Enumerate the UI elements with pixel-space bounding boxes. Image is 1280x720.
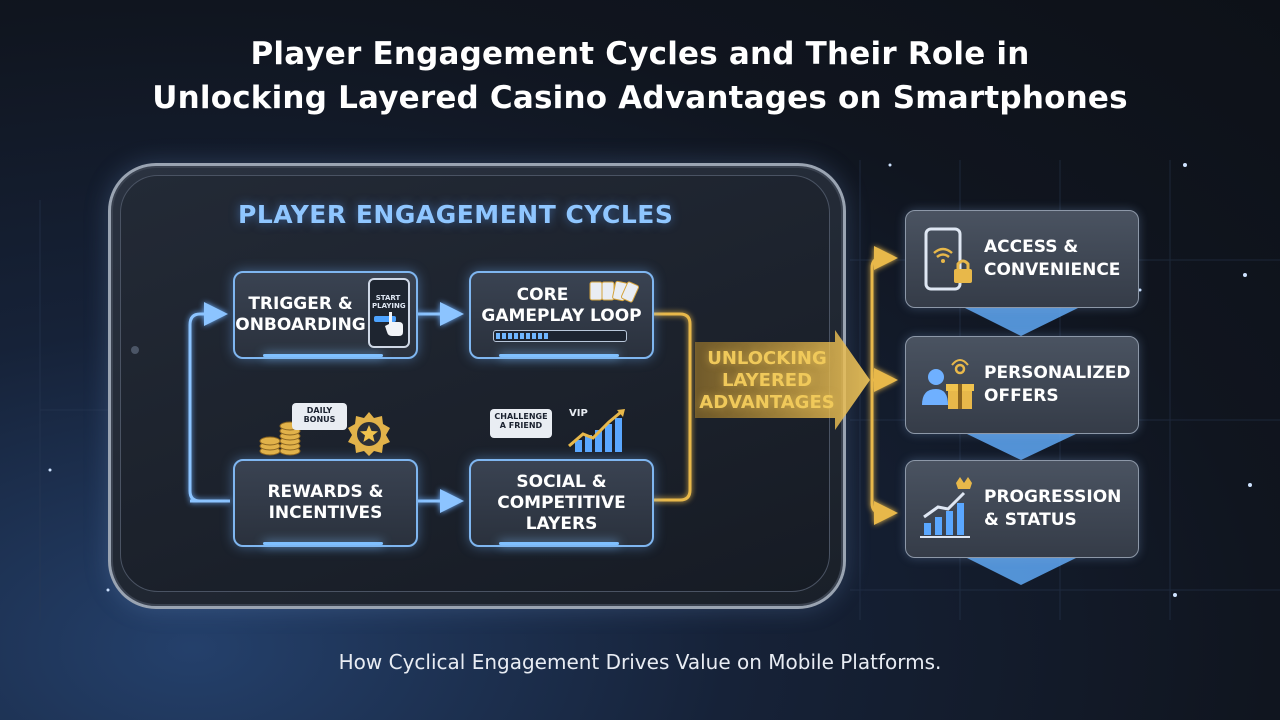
advantage-access-line-1: ACCESS & [984,237,1079,257]
advantage-progression-line-2: & STATUS [984,510,1077,530]
advantage-access-line-2: CONVENIENCE [984,260,1121,280]
star-badge-icon [348,412,390,456]
start-playing-line-1: START [375,294,401,302]
node-rewards-line-1: REWARDS & [267,482,384,502]
playing-cards-icon [589,280,640,303]
advantage-progression-line-1: PROGRESSION [984,487,1122,507]
advantage-personalized-label: PERSONALIZED OFFERS [984,337,1134,433]
node-trigger-glow [263,354,383,357]
daily-bonus-bubble: DAILY BONUS [292,403,347,430]
challenge-friend-bubble: CHALLENGE A FRIEND [490,409,552,438]
advantage-card-progression: PROGRESSION & STATUS [905,460,1139,558]
hand-tap-icon [385,312,403,336]
node-social-competitive: SOCIAL & COMPETITIVE LAYERS [469,459,654,547]
title-line-2: Unlocking Layered Casino Advantages on S… [152,80,1128,116]
unlock-line-1: UNLOCKING [707,348,827,369]
node-rewards-incentives: REWARDS & INCENTIVES [233,459,418,547]
node-core-line-2: GAMEPLAY LOOP [481,306,642,326]
vip-label: VIP [569,408,588,419]
user-gift-icon [922,359,974,409]
node-social-line-1: SOCIAL & [516,471,607,492]
title-line-1: Player Engagement Cycles and Their Role … [250,36,1030,72]
page-title: Player Engagement Cycles and Their Role … [0,32,1280,120]
page-subtitle: How Cyclical Engagement Drives Value on … [338,650,942,674]
rising-bars-icon [568,409,625,452]
node-rewards-glow [263,542,383,545]
screen-title: PLAYER ENGAGEMENT CYCLES [238,200,674,229]
node-trigger-line-1: TRIGGER & [248,294,353,314]
advantage-card-personalized: PERSONALIZED OFFERS [905,336,1139,434]
advantage-card-access: ACCESS & CONVENIENCE [905,210,1139,308]
node-core-line-1: CORE [516,285,569,305]
challenge-line-2: A FRIEND [499,421,543,430]
node-trigger-line-2: ONBOARDING [235,315,366,335]
advantage-progression-label: PROGRESSION & STATUS [984,461,1134,557]
advantage-personalized-line-1: PERSONALIZED [984,363,1131,383]
phone-wifi-lock-icon [924,227,972,291]
unlock-line-3: ADVANTAGES [699,392,835,413]
growth-chart-crown-icon [920,477,972,538]
advantage-personalized-line-2: OFFERS [984,386,1059,406]
unlocking-advantages-label: UNLOCKING LAYERED ADVANTAGES [692,348,842,414]
gameplay-progress-fill [496,333,549,339]
gameplay-progress-bar [493,330,627,342]
node-rewards-line-2: INCENTIVES [268,503,383,523]
node-social-line-2: COMPETITIVE [497,492,626,513]
node-core-glow [499,354,619,357]
daily-bonus-line-1: DAILY [306,406,333,415]
advantage-access-label: ACCESS & CONVENIENCE [984,211,1134,307]
start-playing-line-2: PLAYING [372,302,406,310]
unlock-line-2: LAYERED [721,370,813,391]
camera-dot [131,346,139,354]
node-social-line-3: LAYERS [525,513,598,534]
vip-chart-frame: VIP [565,408,627,454]
node-social-glow [499,542,619,545]
challenge-line-1: CHALLENGE [494,412,548,421]
daily-bonus-line-2: BONUS [303,415,336,424]
